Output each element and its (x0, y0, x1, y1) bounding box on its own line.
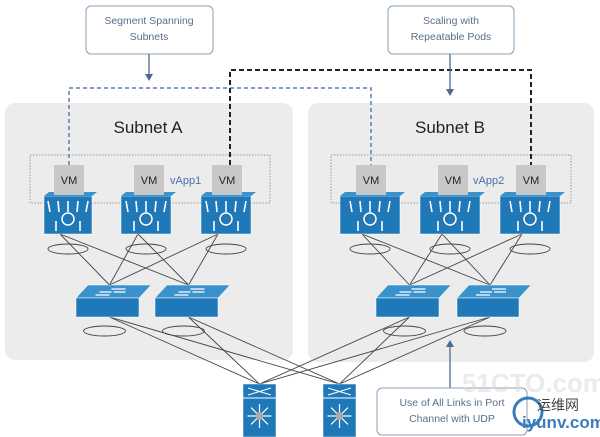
access-switch-icon[interactable] (75, 284, 152, 318)
multilayer-switch-icon[interactable] (200, 192, 256, 235)
vm-label: VM (219, 175, 236, 187)
svg-text:运维网: 运维网 (537, 397, 579, 413)
link (188, 233, 219, 286)
svg-text:51CTO.com: 51CTO.com (462, 368, 600, 398)
port-channel-ellipse (205, 243, 247, 255)
vm-box[interactable]: VM (54, 165, 84, 195)
vm-label: VM (445, 175, 462, 187)
subnet-a-title: Subnet A (113, 118, 183, 137)
port-channel-ellipse (509, 243, 551, 255)
core-switch-icon[interactable] (242, 383, 277, 437)
link (109, 233, 219, 286)
callout-all-links: Use of All Links in Port Channel with UD… (376, 340, 528, 436)
vapp2-label: vApp2 (473, 175, 504, 187)
link (259, 316, 410, 385)
callout-text: Scaling with (423, 15, 479, 27)
link (339, 316, 491, 385)
link (109, 316, 260, 385)
link (109, 233, 139, 286)
access-switch-icon[interactable] (456, 284, 532, 318)
port-channel-ellipse (125, 243, 167, 255)
arrow-down-icon (145, 74, 153, 81)
vm-box[interactable]: VM (356, 165, 386, 195)
vm-label: VM (141, 175, 158, 187)
port-channel-ellipse (83, 325, 126, 337)
vm-box[interactable]: VM (516, 165, 546, 195)
port-channel-ellipse (47, 243, 89, 255)
port-channel-ellipse (162, 325, 205, 337)
access-switch-icon[interactable] (154, 284, 231, 318)
callout-text: Channel with UDP (409, 413, 495, 425)
vm-label: VM (61, 175, 78, 187)
callout-text: Segment Spanning (104, 15, 193, 27)
core-switch-icon[interactable] (322, 383, 357, 437)
svg-text:iyunv.com: iyunv.com (522, 413, 600, 432)
arrow-up-icon (446, 340, 454, 347)
port-channel-ellipse (383, 325, 426, 337)
multilayer-switch-icon[interactable] (43, 192, 97, 235)
vm-label: VM (363, 175, 380, 187)
vm-box[interactable]: VM (212, 165, 242, 195)
callout-text: Use of All Links in Port (399, 397, 504, 409)
vapp1-label: vApp1 (170, 175, 201, 187)
link (361, 233, 410, 286)
repeatable-pod-path (229, 69, 532, 165)
arrow-down-icon (446, 89, 454, 96)
vm-label: VM (523, 175, 540, 187)
vm-box[interactable]: VM (134, 165, 164, 195)
links (47, 233, 551, 385)
link (188, 316, 340, 385)
callout-text: Subnets (130, 31, 169, 43)
port-channel-ellipse (463, 325, 507, 337)
link (409, 233, 523, 286)
link (409, 233, 443, 286)
segment-spanning-path (68, 87, 372, 165)
link (489, 233, 523, 286)
multilayer-switch-icon[interactable] (339, 192, 405, 235)
multilayer-switch-icon[interactable] (120, 192, 176, 235)
access-switch-icon[interactable] (375, 284, 452, 318)
port-channel-ellipse (349, 243, 391, 255)
callout-scaling: Scaling with Repeatable Pods (387, 5, 515, 96)
link (59, 233, 110, 286)
port-channel-ellipse (429, 243, 471, 255)
multilayer-switch-icon[interactable] (499, 192, 565, 235)
link (259, 316, 491, 385)
watermark: 51CTO.com 运维网 iyunv.com (462, 368, 600, 432)
vm-box[interactable]: VM (438, 165, 468, 195)
callout-text: Repeatable Pods (411, 31, 492, 43)
multilayer-switch-icon[interactable] (419, 192, 485, 235)
callout-segment-spanning: Segment Spanning Subnets (85, 5, 214, 81)
subnet-b-title: Subnet B (415, 118, 485, 137)
